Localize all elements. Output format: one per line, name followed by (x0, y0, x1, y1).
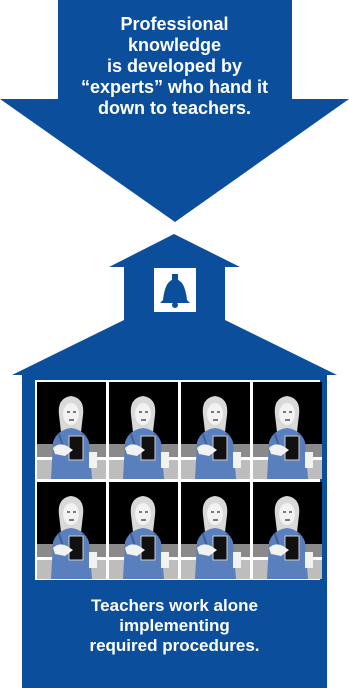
teacher-grid (35, 380, 320, 580)
teacher-figure-cell (37, 382, 106, 479)
teacher-figure-cell (37, 482, 106, 579)
teacher-figure-cell (253, 482, 322, 579)
teacher-figure-icon (253, 382, 322, 479)
top-arrow-text: Professional knowledge is developed by “… (52, 14, 297, 119)
bottom-caption: Teachers work alone implementing require… (20, 596, 329, 656)
teacher-figure-icon (181, 382, 250, 479)
bottom-text-line: Teachers work alone (20, 596, 329, 616)
top-text-line: knowledge (52, 35, 297, 56)
bottom-text-line: required procedures. (20, 636, 329, 656)
top-text-line: down to teachers. (52, 98, 297, 119)
teacher-figure-icon (253, 482, 322, 579)
top-text-line: Professional (52, 14, 297, 35)
top-text-line: “experts” who hand it (52, 77, 297, 98)
teacher-figure-cell (109, 382, 178, 479)
teacher-figure-icon (109, 382, 178, 479)
teacher-figure-cell (181, 382, 250, 479)
teacher-figure-cell (181, 482, 250, 579)
teacher-figure-icon (181, 482, 250, 579)
teacher-figure-icon (37, 382, 106, 479)
teacher-figure-icon (37, 482, 106, 579)
teacher-figure-cell (253, 382, 322, 479)
teacher-figure-icon (109, 482, 178, 579)
teacher-figure-cell (109, 482, 178, 579)
bottom-text-line: implementing (20, 616, 329, 636)
top-text-line: is developed by (52, 56, 297, 77)
